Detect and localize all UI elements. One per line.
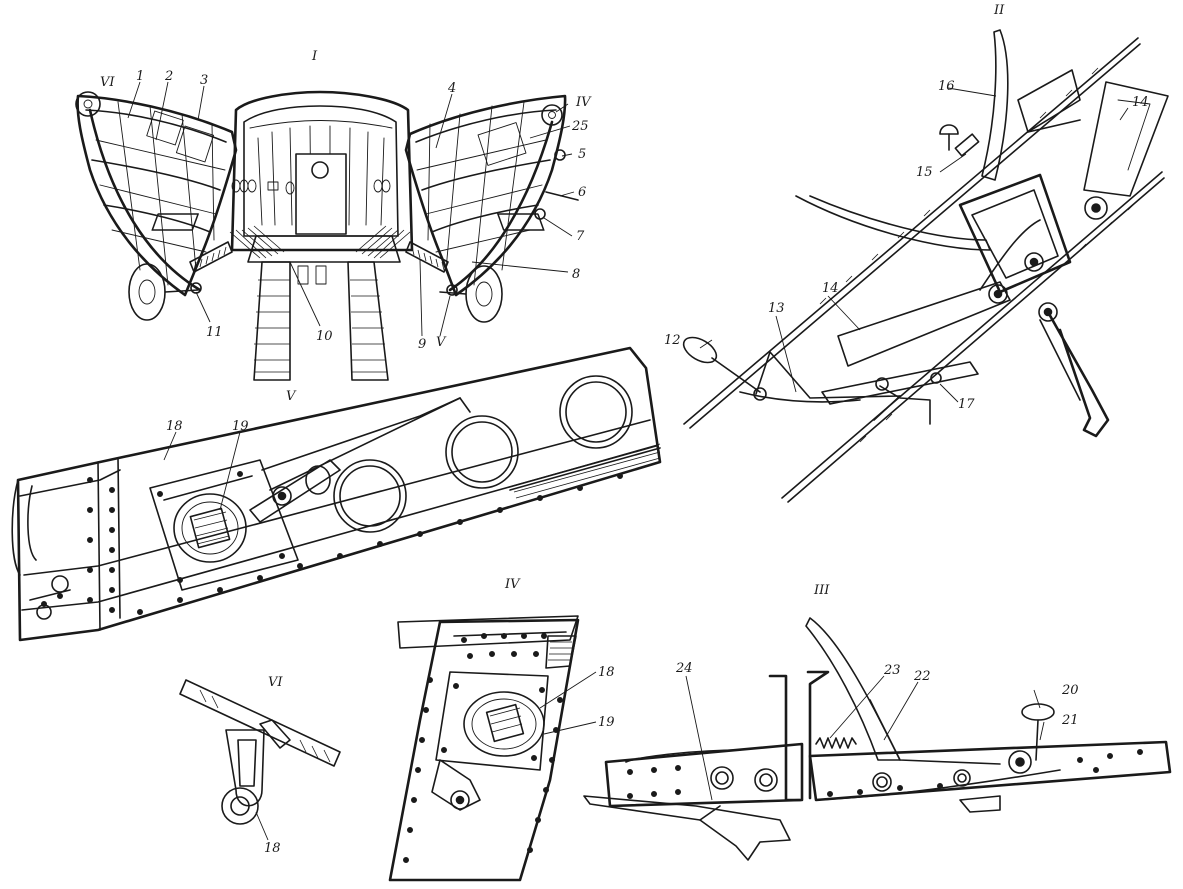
labels: I II III IV V VI VI IV V 1 2 3 4 25 5 6 … (100, 3, 1149, 856)
view-v-spar (11, 346, 662, 642)
section-label-iii: III (813, 583, 830, 598)
callout-16: 16 (938, 79, 955, 94)
section-label-vi: VI (268, 675, 283, 690)
view-marker-iv: IV (575, 95, 592, 110)
callout-24: 24 (675, 661, 693, 676)
callout-11: 11 (206, 325, 223, 340)
callout-5: 5 (578, 147, 586, 162)
view-marker-vi: VI (100, 75, 115, 90)
callout-3: 3 (200, 73, 208, 88)
callout-22: 22 (913, 669, 931, 684)
callout-13: 13 (768, 301, 785, 316)
callout-17: 17 (958, 397, 975, 412)
callout-18-vi: 18 (264, 841, 281, 856)
view-marker-v: V (436, 335, 447, 350)
callout-15: 15 (916, 165, 933, 180)
view-vi-bracket (179, 679, 341, 841)
view-iv-spar-end (388, 615, 597, 882)
callout-9: 9 (418, 337, 426, 352)
callout-20: 20 (1061, 683, 1079, 698)
section-label-ii: II (993, 3, 1005, 18)
callout-18-iv: 18 (598, 665, 615, 680)
callout-8: 8 (572, 267, 580, 282)
callout-18-v: 18 (166, 419, 183, 434)
callout-21: 21 (1061, 713, 1079, 728)
section-label-iv: IV (504, 577, 521, 592)
section-label-v: V (286, 389, 297, 404)
callout-6: 6 (578, 185, 586, 200)
callout-23: 23 (883, 663, 901, 678)
callout-14-top: 14 (1132, 95, 1149, 110)
callout-14-mid: 14 (822, 281, 839, 296)
callout-10: 10 (316, 329, 333, 344)
callout-25: 25 (571, 119, 589, 134)
section-label-i: I (311, 49, 318, 64)
callout-19-iv: 19 (598, 715, 615, 730)
callout-1: 1 (136, 69, 144, 84)
callout-7: 7 (576, 229, 585, 244)
view-iii-latch-mechanism (583, 617, 1172, 861)
callout-19-v: 19 (232, 419, 249, 434)
callout-2: 2 (164, 69, 173, 84)
callout-12: 12 (664, 333, 681, 348)
view-ii-hinge-mechanism (682, 29, 1169, 503)
view-i-cabin-front (75, 81, 579, 381)
callout-4: 4 (447, 81, 456, 96)
